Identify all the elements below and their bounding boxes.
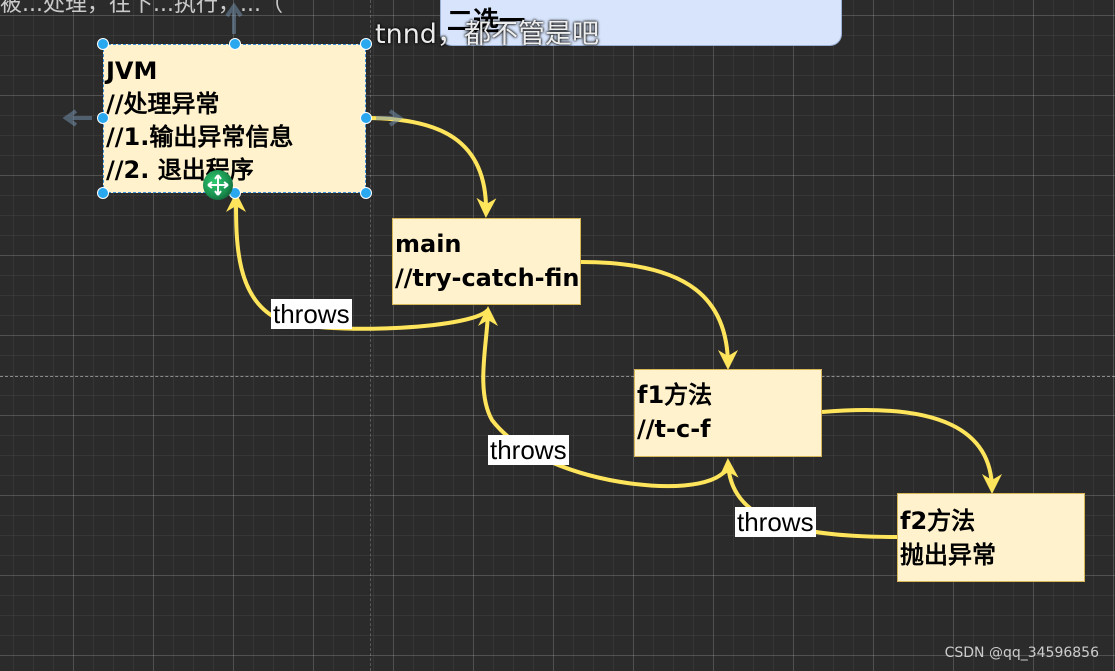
resize-handle-right[interactable] xyxy=(360,112,372,124)
drag-arrow-right-icon[interactable] xyxy=(376,109,404,127)
f1-line-1: //t-c-f xyxy=(637,415,711,443)
node-f1[interactable]: f1方法 //t-c-f xyxy=(634,369,822,457)
watermark: CSDN @qq_34596856 xyxy=(944,645,1099,661)
node-f2[interactable]: f2方法 抛出异常 xyxy=(897,493,1085,582)
horizontal-guide-line xyxy=(0,376,1115,377)
drag-arrow-left-icon[interactable] xyxy=(62,109,92,127)
f1-title: f1方法 xyxy=(637,381,713,409)
resize-handle-top-left[interactable] xyxy=(97,38,109,50)
resize-handle-left[interactable] xyxy=(97,112,109,124)
vertical-guide-line xyxy=(370,0,371,671)
resize-handle-top[interactable] xyxy=(229,38,241,50)
f2-line-1: 抛出异常 xyxy=(900,541,996,569)
jvm-line-1: //处理异常 xyxy=(106,90,220,118)
top-note-shape[interactable]: 二选一 xyxy=(440,0,842,46)
node-jvm[interactable]: JVM //处理异常 //1.输出异常信息 //2. 退出程序 xyxy=(103,44,366,193)
video-subtitle: tnnd，都不管是吧 xyxy=(375,19,599,50)
edge-label-f2-to-f1[interactable]: throws xyxy=(735,507,816,537)
edge-f1-to-f2[interactable] xyxy=(821,408,1002,494)
resize-handle-top-right[interactable] xyxy=(360,38,372,50)
node-main[interactable]: main //try-catch-fin xyxy=(392,218,581,305)
main-title: main xyxy=(395,230,462,258)
resize-handle-bottom-left[interactable] xyxy=(97,187,109,199)
edge-label-main-to-jvm[interactable]: throws xyxy=(271,299,352,329)
jvm-title: JVM xyxy=(106,57,158,85)
edge-jvm-to-main[interactable] xyxy=(365,116,497,218)
connection-point-icon[interactable] xyxy=(203,170,233,200)
top-note-text: 二选一 xyxy=(447,7,526,37)
f2-title: f2方法 xyxy=(900,507,976,535)
jvm-line-2: //1.输出异常信息 xyxy=(106,123,294,151)
resize-handle-bottom-right[interactable] xyxy=(360,187,372,199)
edge-label-f1-to-main[interactable]: throws xyxy=(488,435,569,465)
clipped-subtitle: 被...处理，往下...执行，...（ xyxy=(0,0,283,17)
drag-arrow-up-icon[interactable] xyxy=(225,2,243,34)
jvm-line-3: //2. 退出程序 xyxy=(106,156,254,184)
main-line-1: //try-catch-fin xyxy=(395,264,580,292)
move-cursor-icon xyxy=(207,174,229,196)
edge-main-to-f1[interactable] xyxy=(580,260,738,370)
